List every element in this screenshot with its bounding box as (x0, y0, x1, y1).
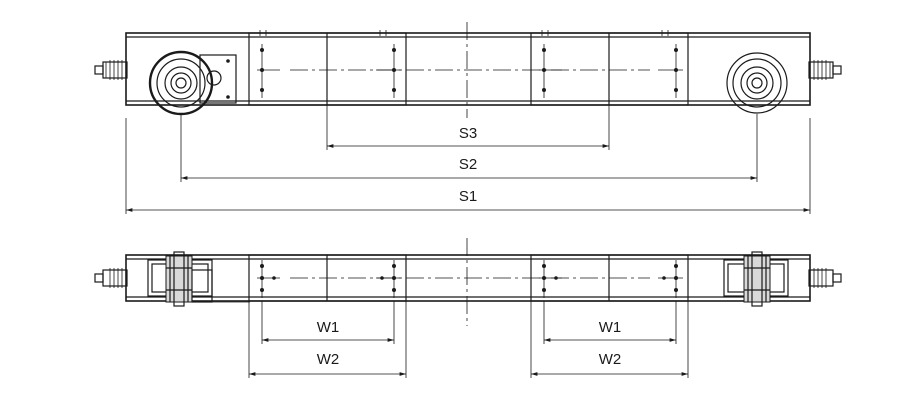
dimension-w2-left: W2 (249, 351, 406, 376)
bottom-view: W1 W2 W1 W2 (94, 238, 842, 378)
dimension-s3: S3 (327, 125, 609, 148)
w1-right-label: W1 (599, 319, 622, 336)
top-view: S3 S2 S1 (94, 22, 842, 214)
dimension-w1-left: W1 (262, 319, 394, 342)
s2-label: S2 (459, 156, 477, 173)
top-left-connection-plate (248, 30, 407, 106)
bottom-right-wheel-assembly (723, 251, 789, 307)
top-beam-outline (125, 32, 811, 106)
dimension-w2-right: W2 (531, 351, 688, 376)
bottom-left-wheel-assembly (147, 251, 250, 307)
s1-label: S1 (459, 188, 477, 205)
dimension-s1: S1 (126, 188, 810, 212)
w2-right-label: W2 (599, 351, 622, 368)
left-buffer (94, 60, 128, 80)
dimension-s2: S2 (181, 156, 757, 180)
w2-left-label: W2 (317, 351, 340, 368)
bottom-beam-outline (125, 254, 811, 302)
right-buffer (808, 60, 842, 80)
w1-left-label: W1 (317, 319, 340, 336)
right-idler-wheel (726, 52, 788, 114)
left-drive-wheel (148, 50, 237, 116)
bottom-left-buffer (94, 268, 128, 288)
s3-label: S3 (459, 125, 477, 142)
bottom-right-buffer (808, 268, 842, 288)
dimension-w1-right: W1 (544, 319, 676, 342)
top-right-connection-plate (530, 30, 689, 106)
